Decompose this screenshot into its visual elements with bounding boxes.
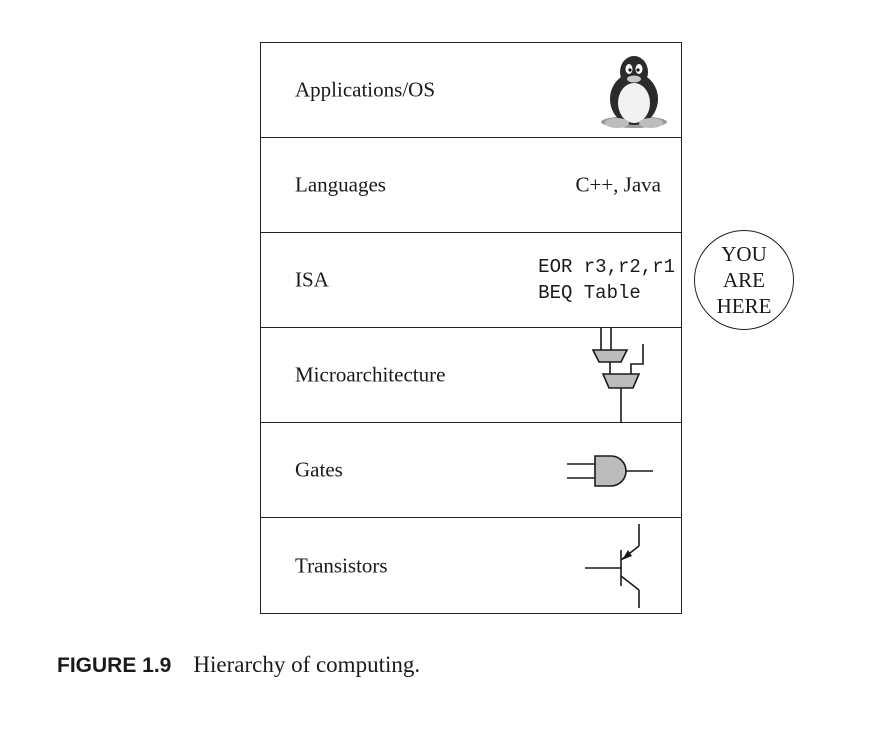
layer-label: Transistors [295, 553, 388, 577]
languages-example: C++, Java [575, 172, 661, 197]
mux-alu-datapath-icon [591, 328, 644, 423]
layer-applications-os: Applications/OS [261, 43, 681, 138]
marker-line: HERE [716, 294, 772, 318]
layer-label: Languages [295, 172, 386, 197]
figure-caption: FIGURE 1.9 Hierarchy of computing. [57, 652, 420, 678]
and-gate-icon [567, 455, 653, 487]
code-line: BEQ Table [538, 282, 641, 304]
layer-languages: Languages C++, Java [261, 138, 681, 233]
marker-line: ARE [723, 268, 765, 292]
layer-microarchitecture: Microarchitecture [261, 328, 681, 423]
bjt-transistor-icon [585, 524, 640, 608]
marker-line: YOU [721, 242, 767, 266]
layer-label: Applications/OS [295, 77, 435, 102]
layer-label: ISA [295, 267, 329, 292]
code-line: EOR r3,r2,r1 [538, 256, 675, 278]
tux-penguin-icon [601, 56, 667, 128]
layer-gates: Gates [261, 423, 681, 518]
caption-text: Hierarchy of computing. [193, 652, 421, 677]
figure-number: FIGURE 1.9 [57, 654, 172, 677]
layer-label: Microarchitecture [295, 362, 446, 387]
layer-label: Gates [295, 457, 343, 482]
layer-transistors: Transistors [261, 518, 681, 613]
you-are-here-marker: YOU ARE HERE [694, 230, 794, 330]
computing-hierarchy-stack: Applications/OS Languages C++, Java ISA … [260, 42, 682, 614]
